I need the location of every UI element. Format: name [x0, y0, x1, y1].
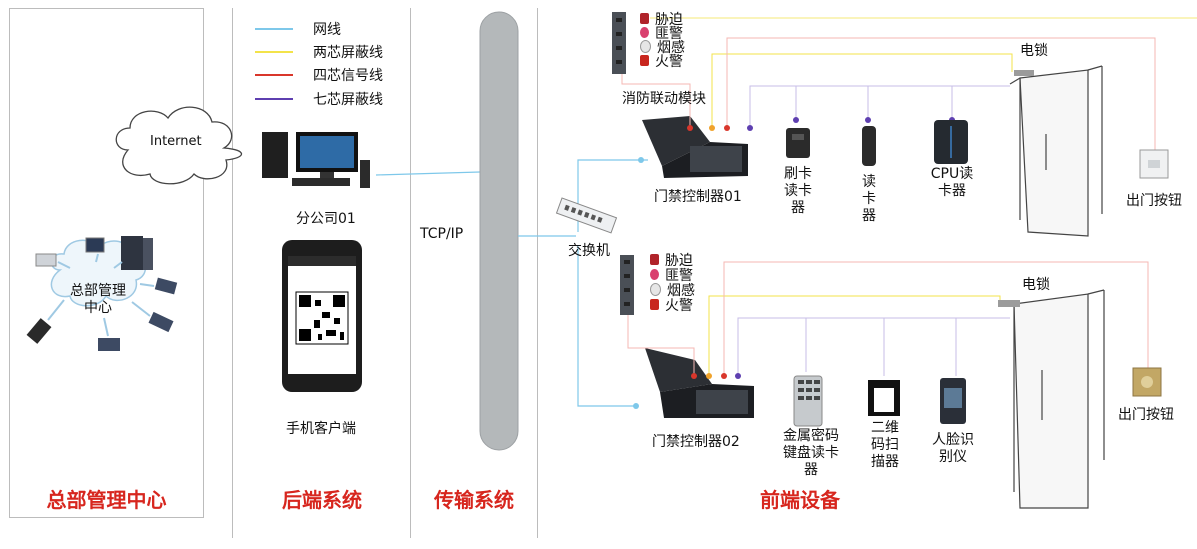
alarm-module-bottom-icon — [620, 255, 634, 315]
door-top-icon — [1009, 65, 1103, 237]
internet-cloud-icon — [115, 106, 243, 185]
alarm-label: 胁迫 — [665, 252, 693, 269]
divider-backend — [232, 8, 233, 538]
alarm-duress-top: 胁迫 — [640, 10, 683, 28]
legend-item: 网线 — [255, 20, 341, 38]
section-title-frontend: 前端设备 — [760, 488, 840, 512]
controller-01-icon — [642, 116, 748, 178]
face-reader-label: 人脸识 别仪 — [932, 432, 974, 465]
switch-icon — [555, 197, 618, 234]
duress-icon — [640, 13, 649, 24]
branch-pc-label: 分公司01 — [296, 211, 356, 227]
robbery-icon — [640, 27, 649, 38]
legend-item: 七芯屏蔽线 — [255, 90, 383, 108]
legend-label: 七芯屏蔽线 — [313, 92, 383, 108]
alarm-label: 火警 — [655, 53, 683, 70]
swipe-reader-icon — [786, 128, 810, 158]
hq-panel — [9, 8, 204, 518]
hq-laptop-icon-1 — [154, 277, 178, 295]
alarm-label: 匪警 — [665, 267, 693, 284]
controller-02-icon — [645, 348, 754, 418]
divider-frontend — [537, 8, 538, 538]
server-icon — [121, 236, 143, 270]
controller-02-label: 门禁控制器02 — [652, 434, 740, 450]
fire-alarm-icon — [650, 299, 659, 310]
divider-transmission — [410, 8, 411, 538]
alarm-label: 匪警 — [655, 25, 683, 42]
electric-lock-bottom-icon — [998, 300, 1020, 307]
card-reader-label: 读 卡 器 — [862, 174, 876, 224]
exit-button-bottom-label: 出门按钮 — [1118, 407, 1174, 423]
door-bottom-icon — [1013, 289, 1105, 509]
hq-center-label: 总部管理 中心 — [70, 283, 126, 316]
electric-lock-bottom-label: 电锁 — [1022, 277, 1050, 293]
alarm-robbery-top: 匪警 — [640, 24, 683, 42]
pc-tower-icon — [262, 132, 288, 178]
legend-label: 两芯屏蔽线 — [313, 45, 383, 61]
section-title-hq: 总部管理中心 — [46, 488, 167, 512]
keypad-reader-label: 金属密码 键盘读卡 器 — [783, 428, 839, 478]
alarm-robbery-bottom: 匪警 — [650, 266, 693, 284]
smoke-detector-icon — [650, 283, 661, 296]
fire-module-label: 消防联动模块 — [622, 91, 706, 107]
legend-item: 四芯信号线 — [255, 66, 383, 84]
exit-button-top-label: 出门按钮 — [1126, 193, 1182, 209]
qr-scanner-label: 二维 码扫 描器 — [871, 420, 899, 470]
switch-label: 交换机 — [568, 243, 610, 259]
alarm-fire-bottom: 火警 — [650, 296, 693, 314]
alarm-label: 烟感 — [657, 39, 685, 56]
hq-printer-icon — [35, 253, 57, 267]
legend-label: 网线 — [313, 22, 341, 38]
internet-label: Internet — [150, 134, 202, 149]
alarm-duress-bottom: 胁迫 — [650, 251, 693, 269]
tcpip-label: TCP/IP — [420, 226, 464, 242]
alarm-module-top-icon — [612, 12, 626, 74]
keyboard-icon — [292, 178, 350, 186]
legend-label: 四芯信号线 — [313, 68, 383, 84]
electric-lock-top-label: 电锁 — [1020, 43, 1048, 59]
speaker-icon — [360, 160, 370, 188]
alarm-smoke-top: 烟感 — [640, 38, 685, 56]
alarm-label: 烟感 — [667, 282, 695, 299]
robbery-icon — [650, 269, 659, 280]
electric-lock-top-icon — [1014, 70, 1034, 76]
alarm-label: 火警 — [665, 297, 693, 314]
hq-laptop-icon-2 — [148, 311, 174, 333]
fire-alarm-icon — [640, 55, 649, 66]
transmission-column — [479, 11, 519, 451]
legend-item: 两芯屏蔽线 — [255, 43, 383, 61]
hq-phone-icon — [26, 318, 52, 344]
section-title-transmission: 传输系统 — [434, 488, 514, 512]
controller-01-label: 门禁控制器01 — [654, 189, 742, 205]
section-title-backend: 后端系统 — [282, 488, 362, 512]
swipe-reader-label: 刷卡 读卡 器 — [784, 166, 812, 216]
card-reader-icon — [862, 126, 876, 166]
smoke-detector-icon — [640, 40, 651, 53]
hq-monitor-icon — [85, 237, 105, 253]
alarm-fire-top: 火警 — [640, 52, 683, 70]
alarm-smoke-bottom: 烟感 — [650, 281, 695, 299]
hq-laptop-icon-3 — [98, 338, 120, 351]
cpu-reader-label: CPU读 卡器 — [930, 166, 974, 199]
alarm-label: 胁迫 — [655, 11, 683, 28]
mobile-client-label: 手机客户端 — [286, 421, 356, 437]
duress-icon — [650, 254, 659, 265]
